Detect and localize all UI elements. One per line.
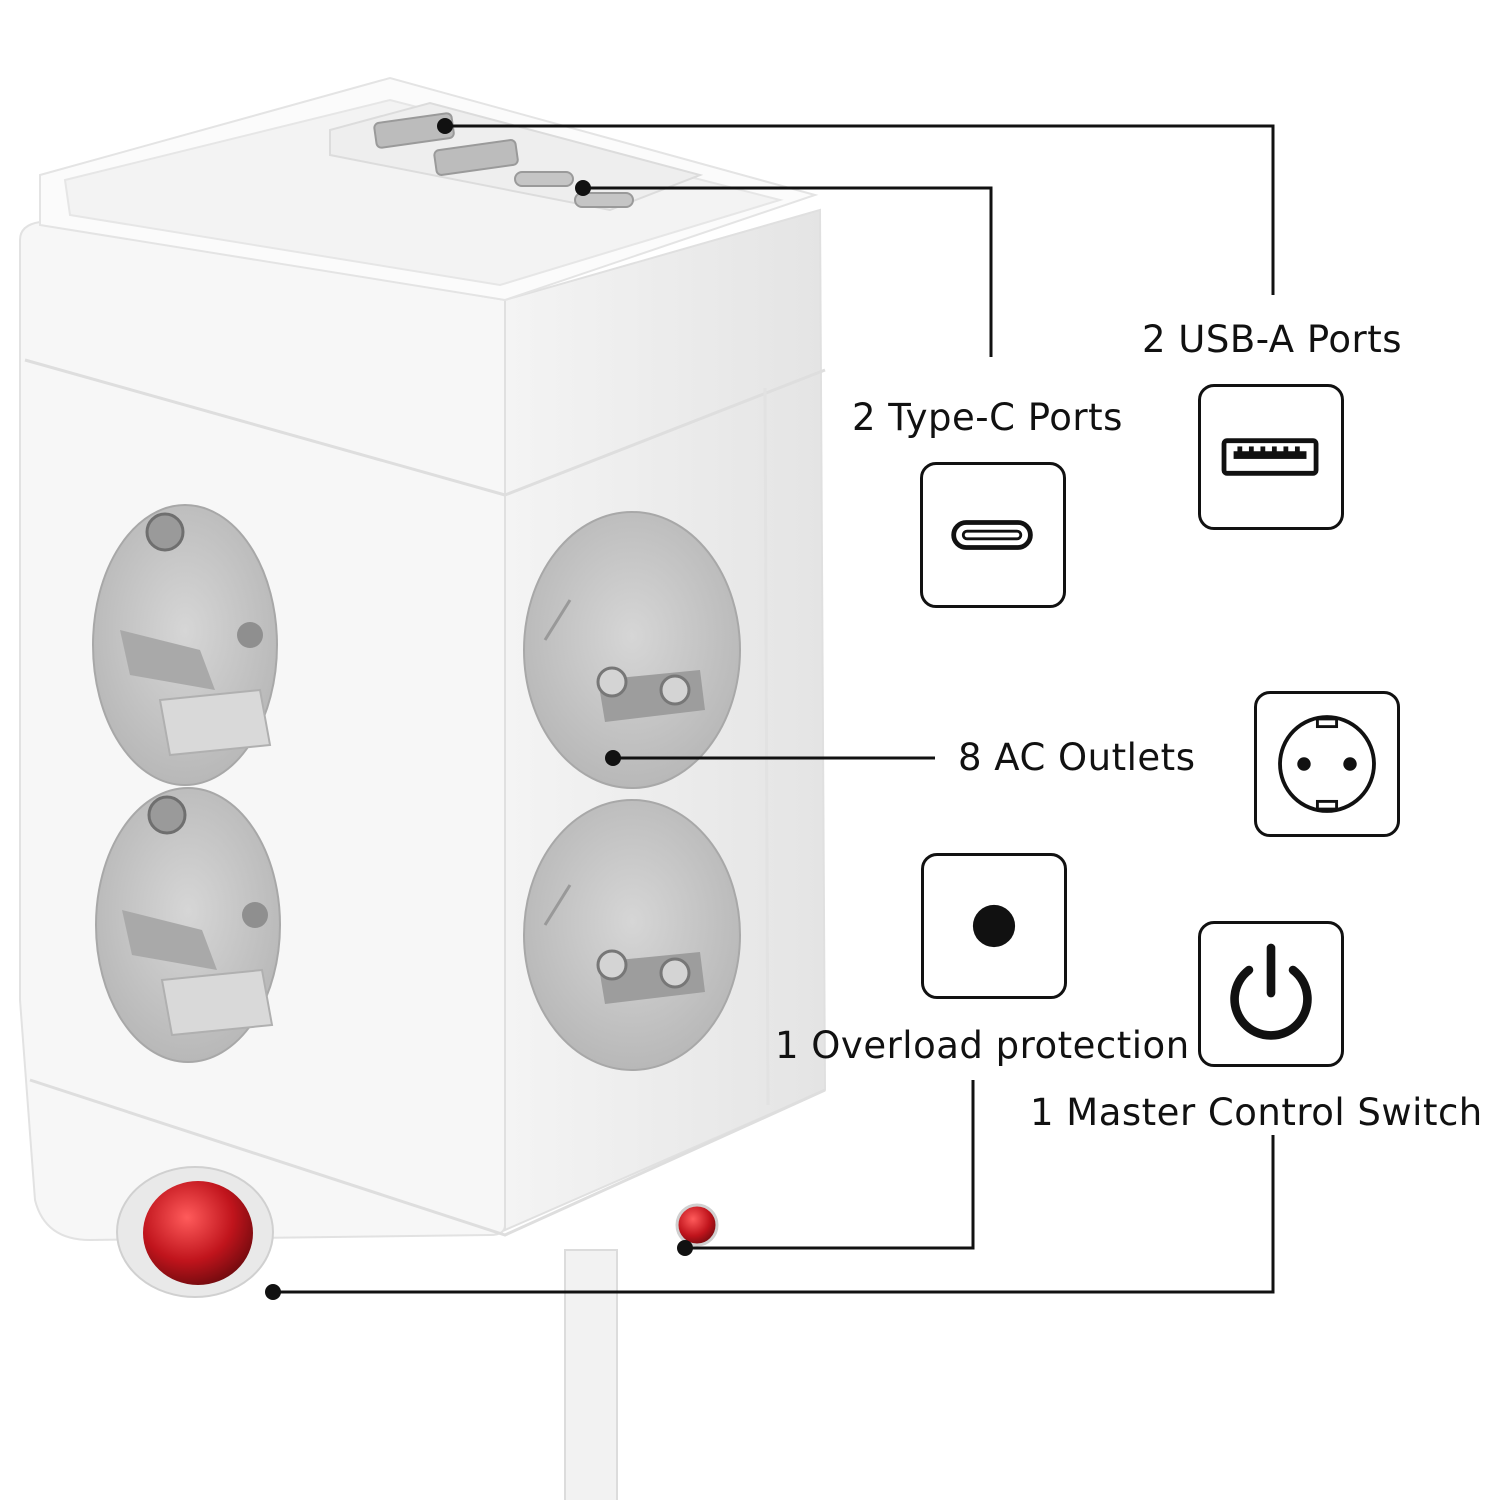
usb-c-port-2 — [574, 192, 634, 208]
usb-a-port-icon — [1198, 384, 1344, 530]
usb-c-port-icon — [920, 462, 1066, 608]
callout-lines — [273, 124, 1275, 1294]
callout-dots — [265, 118, 693, 1300]
tower-top-cap — [63, 98, 784, 287]
callout-dot-overload — [677, 1240, 693, 1256]
overload-indicator — [675, 1203, 719, 1247]
label-ac-outlets: 8 AC Outlets — [958, 736, 1196, 779]
lower-seam — [29, 1078, 826, 1237]
upper-seam — [24, 358, 506, 497]
power-cord — [564, 1249, 618, 1500]
side-socket-1 — [523, 511, 741, 789]
label-master-switch: 1 Master Control Switch — [1030, 1091, 1483, 1134]
overload-dot-icon — [921, 853, 1067, 999]
front-socket-1 — [92, 504, 278, 786]
callout-switch — [273, 1135, 1275, 1294]
side-panel-divider — [763, 387, 770, 1106]
master-switch — [116, 1166, 274, 1298]
callout-overload — [685, 1080, 975, 1250]
label-overload: 1 Overload protection — [775, 1024, 1190, 1067]
callout-dot-switch — [265, 1284, 281, 1300]
callout-usb-a — [445, 124, 1275, 295]
power-icon — [1198, 921, 1344, 1067]
callout-dot-type-c — [575, 180, 591, 196]
callout-type-c — [583, 186, 993, 357]
usb-c-port-1 — [514, 171, 574, 187]
callout-dot-usb-a — [437, 118, 453, 134]
schuko-socket-icon — [1254, 691, 1400, 837]
front-socket-2 — [95, 787, 281, 1063]
usb-a-port-2 — [433, 139, 519, 176]
upper-seam-side — [504, 368, 826, 497]
label-type-c: 2 Type-C Ports — [852, 396, 1123, 439]
label-usb-a: 2 USB-A Ports — [1142, 318, 1402, 361]
callout-dot-ac — [605, 750, 621, 766]
side-socket-2 — [523, 799, 741, 1071]
